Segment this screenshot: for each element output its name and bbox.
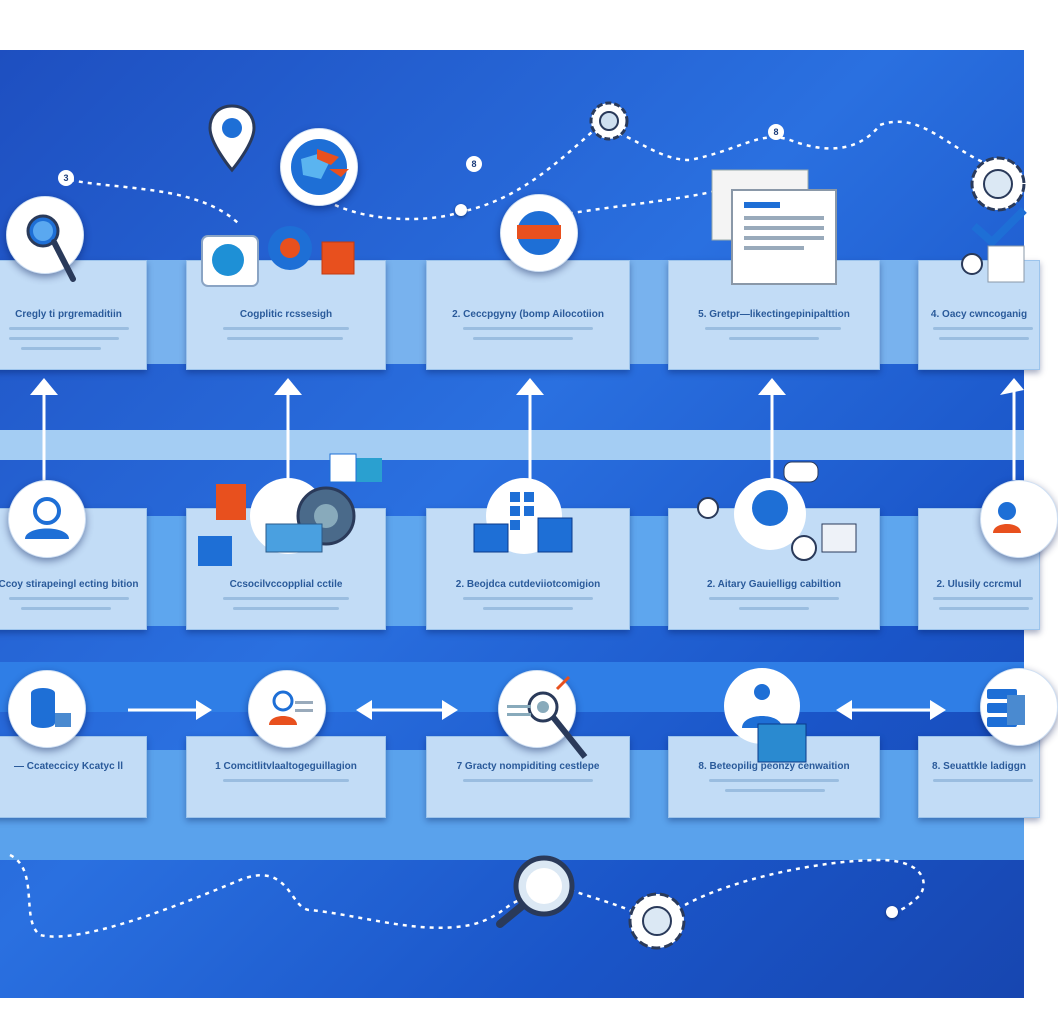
step-title: 2. Beojdca cutdeviiotcomigion <box>455 579 601 590</box>
text-line <box>939 337 1029 340</box>
text-line <box>933 327 1033 330</box>
right-arrow-1 <box>128 700 212 720</box>
text-line <box>9 337 119 340</box>
text-line <box>473 337 573 340</box>
marker-top-mid: 8 <box>466 156 482 172</box>
step-title: 8. Seuattkle ladiggn <box>932 761 1026 772</box>
up-arrow-5 <box>1000 378 1024 480</box>
grid-icon <box>472 476 574 556</box>
checkmark-gear-icon <box>958 154 1027 294</box>
step-title: Cogplitic rcssesigh <box>239 309 333 320</box>
text-line <box>705 327 841 330</box>
step-title: 1 Comcitlitvlaaltogeguillagion <box>215 761 357 772</box>
double-arrow-1 <box>356 700 458 720</box>
location-pin-icon <box>208 104 256 174</box>
up-arrow-1 <box>30 378 58 480</box>
person-screen-icon <box>724 668 814 768</box>
step-title: 4. Oacy cwncoganig <box>930 309 1028 320</box>
step-title: 7 Gracty nompiditing cestlepe <box>456 761 600 772</box>
user-card-icon <box>248 670 326 748</box>
text-line <box>233 607 339 610</box>
text-line <box>939 607 1029 610</box>
bottom-gear-icon <box>626 890 688 952</box>
marker-top-right: 8 <box>768 124 784 140</box>
analytics-flag-icon <box>280 128 358 206</box>
step-card-row3-1: — Ccateccicy Kcatyc ll <box>0 736 147 818</box>
text-line <box>223 327 349 330</box>
text-line <box>725 789 825 792</box>
up-arrow-2 <box>274 378 302 480</box>
text-line <box>9 597 129 600</box>
step-title: 2. Aitary Gauielligg cabiltion <box>706 579 842 590</box>
window-gear-icon <box>190 452 390 572</box>
up-arrow-4 <box>758 378 786 480</box>
step-title: Cregly ti prgremaditiin <box>15 309 122 320</box>
up-arrows-layer <box>30 378 1024 720</box>
step-title: 2. Ulusily ccrcmul <box>936 579 1022 590</box>
user-orange-icon <box>980 480 1058 558</box>
step-card-row1-3: 2. Ceccpgyny (bomp Ailocotiion <box>426 260 630 370</box>
text-line <box>9 327 129 330</box>
path-dot <box>886 906 898 918</box>
step-card-row1-4: 5. Gretpr—likectingepinipalttion <box>668 260 880 370</box>
marker-top-left: 3 <box>58 170 74 186</box>
step-card-row3-2: 1 Comcitlitvlaaltogeguillagion <box>186 736 386 818</box>
text-line <box>739 607 809 610</box>
step-title: 5. Gretpr—likectingepinipalttion <box>698 309 850 320</box>
text-line <box>21 347 101 350</box>
servers-icon <box>980 668 1058 746</box>
magnifier-icon <box>6 196 84 282</box>
text-line <box>223 597 349 600</box>
step-title: 8. Beteopilig peonzy cenwaition <box>698 761 850 772</box>
text-line <box>933 597 1033 600</box>
step-card-row3-5: 8. Seuattkle ladiggn <box>918 736 1040 818</box>
up-arrow-3 <box>516 378 544 480</box>
text-line <box>463 327 593 330</box>
hamburger-icon <box>500 194 578 272</box>
gear-database-icon <box>694 456 860 568</box>
step-title: 2. Ceccpgyny (bomp Ailocotiion <box>452 309 604 320</box>
text-line <box>223 779 349 782</box>
text-line <box>21 607 111 610</box>
text-line <box>227 337 343 340</box>
text-line <box>483 607 573 610</box>
chat-gear-icon <box>200 220 360 300</box>
step-title: — Ccateccicy Kcatyc ll <box>14 761 123 772</box>
text-line <box>463 779 593 782</box>
connector-band-2 <box>0 430 1024 460</box>
document-icon <box>711 169 838 288</box>
text-line <box>709 779 839 782</box>
search-gear-icon <box>498 670 588 759</box>
bottom-dotted-path <box>9 853 925 938</box>
step-card-row3-3: 7 Gracty nompiditing cestlepe <box>426 736 630 818</box>
text-line <box>463 597 593 600</box>
database-icon <box>8 670 86 748</box>
top-dotted-path-right <box>559 188 721 217</box>
step-title: Ccsocilvccopplial cctile <box>229 579 343 590</box>
path-dot <box>455 204 467 216</box>
user-icon <box>8 480 86 558</box>
text-line <box>933 779 1033 782</box>
step-title: Ccoy stirapeingl ecting bition <box>0 579 139 590</box>
bottom-magnifier-icon <box>494 852 580 932</box>
text-line <box>709 597 839 600</box>
text-line <box>729 337 819 340</box>
gear-icon <box>588 100 630 142</box>
process-flow-diagram: Cregly ti prgremaditiin Cogplitic rcsses… <box>0 50 1058 998</box>
double-arrow-2 <box>836 700 946 720</box>
